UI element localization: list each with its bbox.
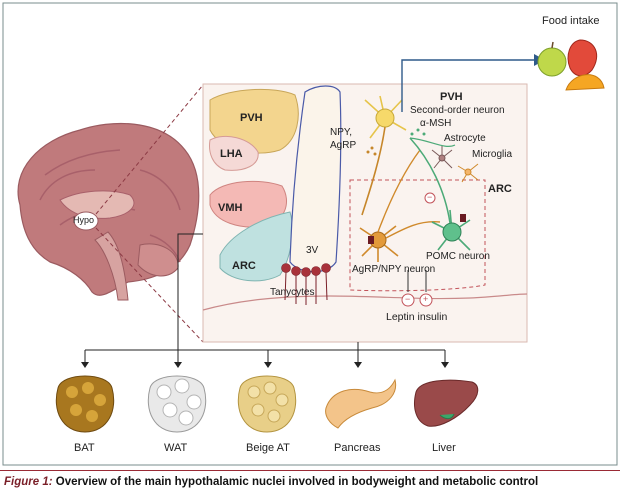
tissue-label-beige-at: Beige AT — [246, 442, 290, 454]
zoom-line-bottom — [95, 227, 204, 343]
receptor-marker — [368, 236, 374, 244]
food-intake-arrow — [401, 59, 534, 112]
tree-drops — [84, 350, 446, 362]
tissue-label-pancreas: Pancreas — [334, 442, 381, 454]
liver-organ — [414, 379, 479, 427]
beige-tissue — [237, 375, 297, 433]
astrocyte — [431, 146, 453, 169]
receptor-marker — [460, 214, 466, 222]
tissue-label-liver: Liver — [432, 442, 456, 454]
tanycytes-label: Tanycytes — [270, 287, 315, 298]
brain-illustration — [17, 122, 200, 301]
food-intake-label: Food intake — [542, 15, 600, 27]
pancreas-organ — [325, 378, 397, 429]
hormone-plus-marker — [419, 293, 433, 307]
hormone-plus-sign: + — [423, 294, 429, 304]
tree-arrowheads — [81, 362, 449, 368]
leptin-insulin-label: Leptin insulin — [386, 311, 448, 323]
tissue-label-bat: BAT — [74, 442, 95, 454]
median-eminence-line — [202, 293, 528, 311]
agrp-npy-neuron-label: AgRP/NPY neuron — [352, 264, 436, 275]
microglia-label: Microglia — [472, 149, 513, 160]
hypothalamus-marker — [73, 211, 99, 231]
tanycytes-cluster — [281, 263, 331, 305]
food-illustration — [537, 39, 605, 91]
inhibit-sign: − — [427, 192, 433, 202]
lha-label: LHA — [220, 148, 243, 160]
hormone-minus-marker — [401, 293, 415, 307]
figure-caption: Figure 1: Overview of the main hypothala… — [4, 476, 538, 488]
pomc-neuron — [409, 137, 471, 251]
lha-nucleus — [209, 136, 259, 171]
hypo-label: Hypo — [73, 215, 95, 225]
bat-tissue — [55, 375, 115, 433]
inhibit-marker — [424, 192, 436, 204]
tissue-label-wat: WAT — [164, 442, 188, 454]
second-order-neuron — [361, 95, 407, 216]
arc-label: ARC — [232, 260, 256, 272]
pomc-neuron-label: POMC neuron — [426, 251, 490, 262]
alpha-msh-label: α-MSH — [420, 118, 452, 129]
pvh-neuron-title: PVH — [440, 91, 463, 103]
caption-rule — [0, 470, 620, 471]
third-ventricle — [289, 85, 342, 273]
hormone-minus-sign: − — [405, 294, 411, 304]
tree-stem — [177, 233, 203, 350]
signal-dots — [366, 128, 426, 156]
caption-text: Overview of the main hypothalamic nuclei… — [52, 476, 539, 488]
second-order-neuron-label: Second-order neuron — [410, 105, 505, 116]
arc-box-label: ARC — [488, 183, 512, 195]
third-ventricle-label: 3V — [306, 245, 319, 256]
caption-figure-number: Figure 1: — [4, 476, 53, 488]
agrp-label: AgRP — [330, 140, 357, 151]
npy-label: NPY, — [330, 127, 353, 138]
pvh-label: PVH — [240, 112, 263, 124]
wat-tissue — [147, 375, 207, 433]
arc-region-box — [349, 179, 486, 292]
vmh-label: VMH — [218, 202, 243, 214]
microglia — [457, 163, 479, 183]
astrocyte-label: Astrocyte — [444, 133, 486, 144]
